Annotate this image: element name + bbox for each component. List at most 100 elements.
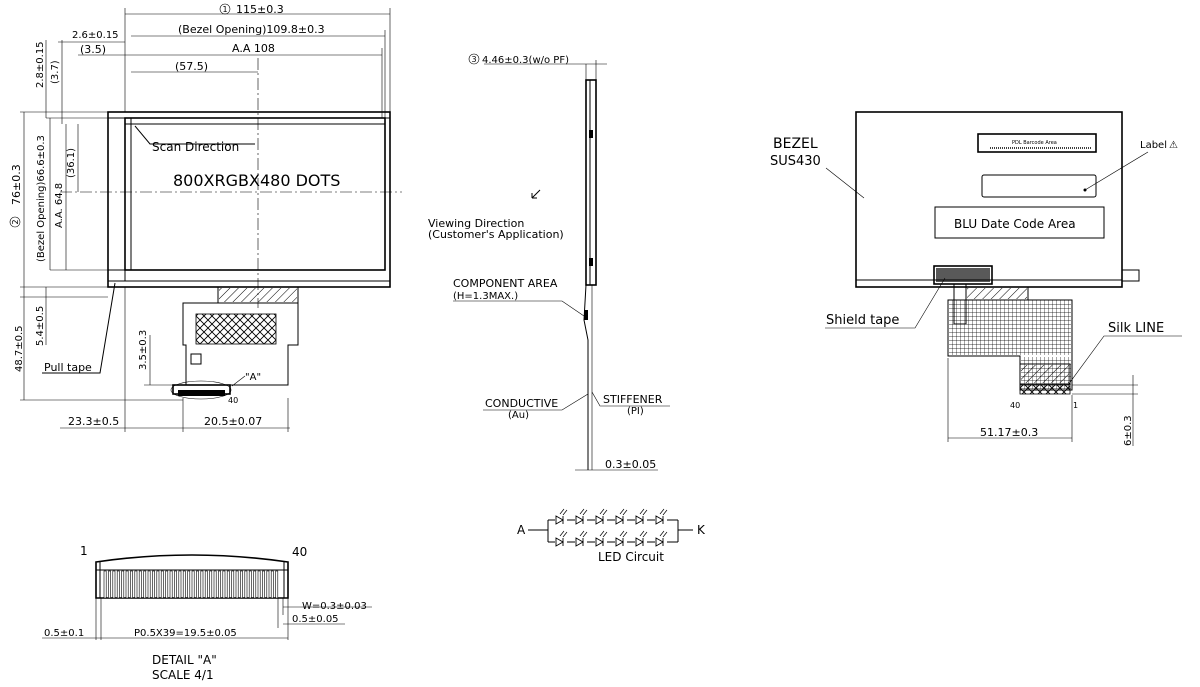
dim-aa-offset: (3.5) xyxy=(80,43,106,56)
dim-center-y: (36.1) xyxy=(66,148,77,178)
bezel-label: BEZEL xyxy=(773,136,818,152)
led-diode-icon xyxy=(635,530,648,547)
connector-pin xyxy=(222,570,226,599)
dim-width-circled: 1 xyxy=(222,5,227,14)
led-diode-icon xyxy=(595,530,608,547)
connector-pin xyxy=(235,570,239,599)
pin-40-front: 40 xyxy=(228,396,238,405)
bezel-material: SUS430 xyxy=(770,154,821,169)
viewing-direction-note: (Customer's Application) xyxy=(428,228,564,241)
connector-pin xyxy=(160,570,164,599)
detail-title: DETAIL "A" xyxy=(152,653,217,667)
dim-fpc-x: 23.3±0.5 xyxy=(68,415,119,428)
dim-fpc-w: 20.5±0.07 xyxy=(204,415,262,428)
connector-pin xyxy=(174,570,177,599)
dim-active-area-h: A.A. 64.8 xyxy=(54,183,65,228)
led-circuit-title: LED Circuit xyxy=(598,550,664,564)
connector-pin xyxy=(270,570,274,599)
dim-fpc-tab: 3.5±0.3 xyxy=(138,330,149,370)
pin-1-back: 1 xyxy=(1073,401,1078,410)
connector-pin xyxy=(196,570,199,599)
silk-line: Silk LINE xyxy=(1108,321,1164,336)
dim-fpc-thickness: 0.3±0.05 xyxy=(605,458,656,471)
connector-pin xyxy=(231,570,235,599)
dim-fpc-length: 48.7±0.5 xyxy=(14,325,25,372)
connector-pin xyxy=(178,570,182,599)
back-view: BEZEL SUS430 PDL Barcode Area Label ⚠ BL… xyxy=(770,111,1182,446)
detail-dim-pitch: P0.5X39=19.5±0.05 xyxy=(134,628,237,639)
led-cathode: K xyxy=(697,523,706,537)
label-area xyxy=(981,174,1097,198)
label-text: Label xyxy=(1140,140,1167,151)
connector-pin xyxy=(191,570,195,599)
connector-pin xyxy=(240,570,243,599)
resolution: 800XRGBX480 DOTS xyxy=(173,171,340,190)
dim-width: 115±0.3 xyxy=(236,3,284,16)
warning-icon: ⚠ xyxy=(1169,140,1178,151)
pin-40-back: 40 xyxy=(1010,401,1020,410)
led-row-bottom xyxy=(555,530,668,547)
connector-pin xyxy=(253,570,257,599)
shield-tape: Shield tape xyxy=(826,313,899,328)
led-diode-icon xyxy=(595,508,608,525)
dim-bezel-opening-w: (Bezel Opening)109.8±0.3 xyxy=(178,23,325,36)
pull-tape: Pull tape xyxy=(44,361,92,374)
connector-pin xyxy=(248,570,252,599)
led-diode-icon xyxy=(575,508,588,525)
scan-direction: Scan Direction xyxy=(152,140,239,154)
dim-thickness-circled: 3 xyxy=(471,55,476,64)
stiffener-note: (PI) xyxy=(627,406,644,417)
connector-outline xyxy=(95,554,289,599)
barcode-area xyxy=(977,133,1097,153)
dim-height-circled: 2 xyxy=(11,219,20,224)
connector-pin xyxy=(200,570,204,599)
connector-pin xyxy=(266,570,270,599)
connector-pin xyxy=(138,570,142,599)
led-diode-icon xyxy=(635,508,648,525)
conductive-note: (Au) xyxy=(508,410,529,421)
connector-pin xyxy=(209,570,213,599)
connector-pin xyxy=(218,570,221,599)
dim-silk: 6±0.3 xyxy=(1123,415,1134,446)
barcode-area-label: PDL Barcode Area xyxy=(1012,140,1057,146)
bezel-back xyxy=(855,111,1123,288)
connector-pin xyxy=(262,570,265,599)
connector-pin xyxy=(275,570,279,599)
stiffener: STIFFENER xyxy=(603,393,663,406)
component-area: COMPONENT AREA xyxy=(453,277,558,290)
dim-offset-left: 2.6±0.15 xyxy=(72,30,119,41)
blu-date-code-area xyxy=(934,206,1105,239)
detail-dim-edge: 0.5±0.1 xyxy=(44,628,84,639)
connector-pin xyxy=(204,570,208,599)
connector-pin xyxy=(130,570,133,599)
led-anode: A xyxy=(517,523,526,537)
connector-pin xyxy=(121,570,125,599)
dim-active-area-w: A.A 108 xyxy=(232,42,275,55)
dim-pull-tape-offset: 5.4±0.5 xyxy=(35,306,46,346)
connector-pin xyxy=(116,570,120,599)
connector-pin xyxy=(169,570,173,599)
led-diode-icon xyxy=(615,530,628,547)
dim-top-offset-a: 2.8±0.15 xyxy=(35,41,46,88)
connector-pin xyxy=(112,570,116,599)
viewing-direction: Viewing Direction xyxy=(428,217,524,230)
detail-scale: SCALE 4/1 xyxy=(152,668,214,682)
dim-fpc-w-back: 51.17±0.3 xyxy=(980,426,1038,439)
connector-pin xyxy=(125,570,129,599)
connector-pin xyxy=(165,570,169,599)
connector-pin xyxy=(257,570,261,599)
dim-bezel-opening-h: (Bezel Opening)66.6±0.3 xyxy=(36,135,47,262)
panel-outline xyxy=(107,111,391,288)
led-diode-icon xyxy=(655,530,668,547)
led-circuit: A K LED Circuit xyxy=(517,508,706,564)
dim-center-x: (57.5) xyxy=(175,60,208,73)
dim-thickness: 4.46±0.3(w/o PF) xyxy=(482,55,569,66)
connector-pin xyxy=(103,570,107,599)
blu-date-code-label: BLU Date Code Area xyxy=(954,217,1076,231)
connector-pin xyxy=(143,570,147,599)
detail-a: 1 40 W=0.3±0.03 0.5±0.05 0.5±0.1 P0.5X39… xyxy=(42,544,372,682)
led-diode-icon xyxy=(575,530,588,547)
active-area xyxy=(124,117,386,271)
dim-top-offset-b: (3.7) xyxy=(50,60,61,84)
